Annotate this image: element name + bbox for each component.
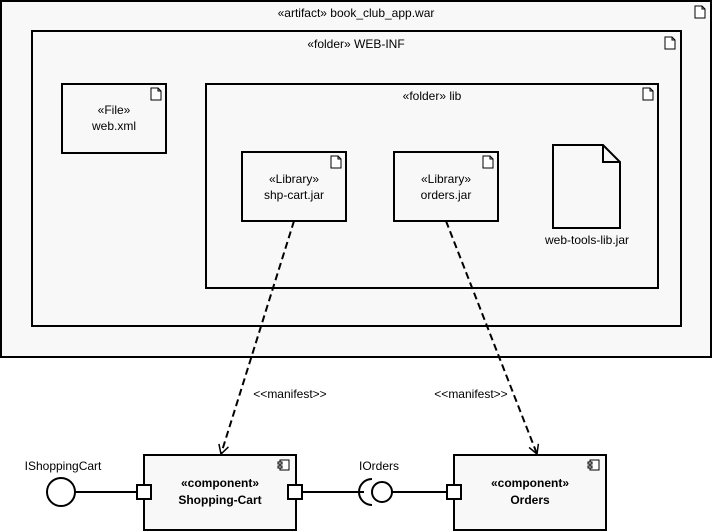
- shp-cart-stereotype: «Library»: [269, 172, 319, 186]
- document-icon: [664, 36, 676, 50]
- document-web-tools-lib[interactable]: web-tools-lib.jar: [544, 144, 629, 247]
- lib-title: «folder» lib: [403, 89, 462, 103]
- web-tools-name: web-tools-lib.jar: [544, 233, 629, 247]
- orders-jar-name: orders.jar: [421, 188, 472, 202]
- large-document-icon: [552, 144, 621, 229]
- ishoppingcart-label: IShoppingCart: [25, 459, 102, 473]
- component-icon: [277, 459, 290, 471]
- document-icon: [150, 87, 162, 101]
- orders-jar-stereotype: «Library»: [421, 172, 471, 186]
- library-orders-jar[interactable]: «Library» orders.jar: [393, 151, 499, 222]
- web-inf-title: «folder» WEB-INF: [307, 37, 404, 51]
- socket-iorders: [358, 478, 373, 506]
- document-icon: [482, 155, 494, 169]
- document-icon: [642, 87, 654, 101]
- file-web-xml[interactable]: «File» web.xml: [61, 83, 167, 154]
- provided-interface-ishoppingcart[interactable]: [46, 477, 137, 507]
- manifest-arrow-shopping-cart[interactable]: [218, 220, 295, 456]
- component-orders[interactable]: «component» Orders: [453, 454, 607, 531]
- web-xml-name: web.xml: [91, 119, 136, 133]
- orders-stereotype: «component»: [491, 476, 569, 490]
- port-shopping-cart-right[interactable]: [287, 484, 303, 500]
- component-shopping-cart[interactable]: «component» Shopping-Cart: [143, 454, 297, 531]
- shp-cart-name: shp-cart.jar: [264, 188, 324, 202]
- shopping-cart-name: Shopping-Cart: [178, 493, 261, 507]
- iorders-label: IOrders: [359, 459, 399, 473]
- orders-name: Orders: [510, 493, 550, 507]
- document-icon: [330, 155, 342, 169]
- component-icon: [587, 459, 600, 471]
- document-icon: [694, 5, 706, 19]
- port-shopping-cart-left[interactable]: [136, 484, 152, 500]
- manifest-label-2: <<manifest>>: [434, 387, 507, 401]
- manifest-label-1: <<manifest>>: [253, 387, 326, 401]
- artifact-title: «artifact» book_club_app.war: [278, 6, 435, 20]
- library-shp-cart[interactable]: «Library» shp-cart.jar: [241, 151, 347, 222]
- web-xml-stereotype: «File»: [98, 103, 131, 117]
- manifest-arrow-orders[interactable]: [445, 220, 540, 456]
- interface-iorders-connector[interactable]: [302, 478, 446, 506]
- shopping-cart-stereotype: «component»: [181, 476, 259, 490]
- port-orders-left[interactable]: [446, 484, 462, 500]
- ball-iorders: [371, 481, 393, 503]
